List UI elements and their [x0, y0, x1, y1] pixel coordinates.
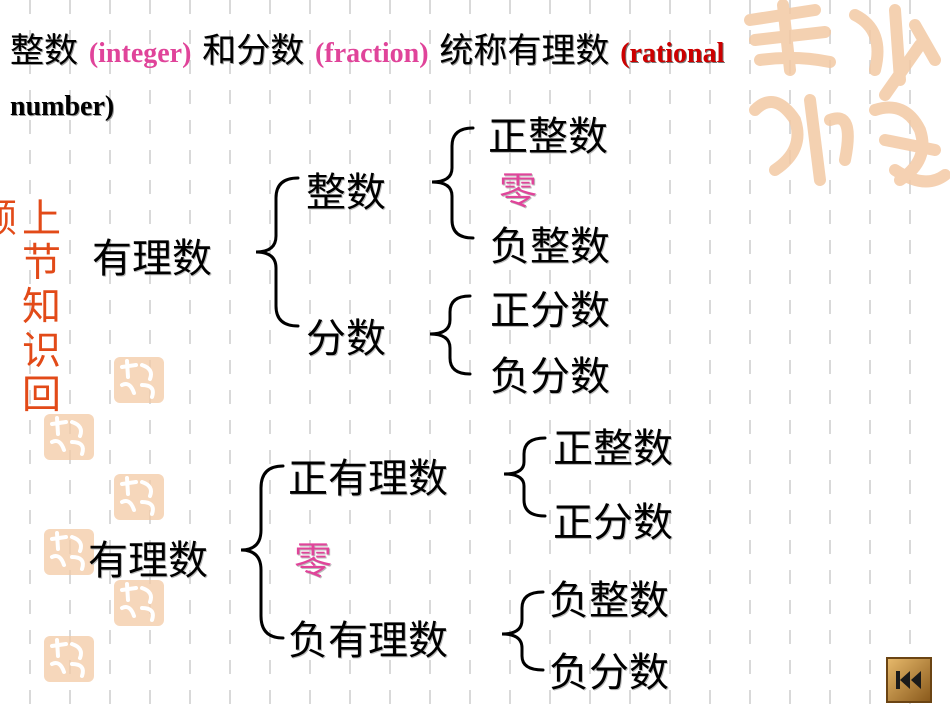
title-term-fraction-en: (fraction)	[315, 38, 429, 69]
side-nav-char: 节	[22, 241, 62, 286]
node-positive-integer: 正整数	[488, 114, 608, 160]
diagram2-root-rational: 有理数	[88, 538, 208, 584]
brace-fraction	[429, 294, 472, 376]
node-positive-fraction: 正分数	[490, 288, 610, 334]
node-positive-fraction: 正分数	[553, 500, 673, 546]
brace-integer	[431, 126, 475, 240]
brace-positive	[503, 436, 547, 518]
small-seal-icon	[114, 474, 164, 520]
node-fraction: 分数	[306, 316, 386, 362]
rewind-to-start-icon	[896, 671, 921, 689]
small-seal-icon	[44, 636, 94, 682]
node-zero: 零	[294, 539, 333, 583]
title-term-fraction: 和分数	[202, 31, 305, 71]
node-negative-rational: 负有理数	[288, 618, 448, 664]
side-nav-char: 上	[22, 197, 62, 242]
side-nav-char: 知	[22, 285, 62, 330]
brace-negative	[501, 590, 545, 672]
small-seal-icon	[114, 580, 164, 626]
review-previous-section-link[interactable]: 上 节 知 识 回	[22, 198, 62, 418]
node-negative-integer: 负整数	[549, 578, 669, 624]
node-zero: 零	[499, 169, 538, 213]
diagram1-root-rational: 有理数	[92, 236, 212, 282]
node-negative-fraction: 负分数	[490, 354, 610, 400]
small-seal-icon	[114, 357, 164, 403]
node-negative-integer: 负整数	[490, 224, 610, 270]
side-nav-char: 识	[22, 329, 62, 374]
small-seal-icon	[44, 529, 94, 575]
node-positive-rational: 正有理数	[288, 456, 448, 502]
brace-rational-1	[255, 176, 300, 328]
node-negative-fraction: 负分数	[549, 650, 669, 696]
side-nav-char: 回	[22, 373, 62, 418]
brace-rational-2	[240, 464, 285, 640]
small-seal-icon	[44, 414, 94, 460]
title-term-integer-en: (integer)	[88, 38, 192, 69]
large-auspicious-seal-icon	[744, 0, 950, 188]
title-term-integer: 整数	[10, 31, 78, 71]
side-nav-clipped-char[interactable]: 顾	[0, 198, 17, 242]
title-term-rational-en-line2: number)	[10, 91, 115, 122]
slide-title: 整数 (integer) 和分数 (fraction) 统称有理数 (ratio…	[10, 26, 940, 132]
back-to-start-button[interactable]	[886, 657, 932, 703]
node-integer: 整数	[306, 170, 386, 216]
title-term-rational-en: (rational	[620, 38, 725, 69]
title-term-rational: 统称有理数	[439, 31, 610, 71]
node-positive-integer: 正整数	[553, 426, 673, 472]
